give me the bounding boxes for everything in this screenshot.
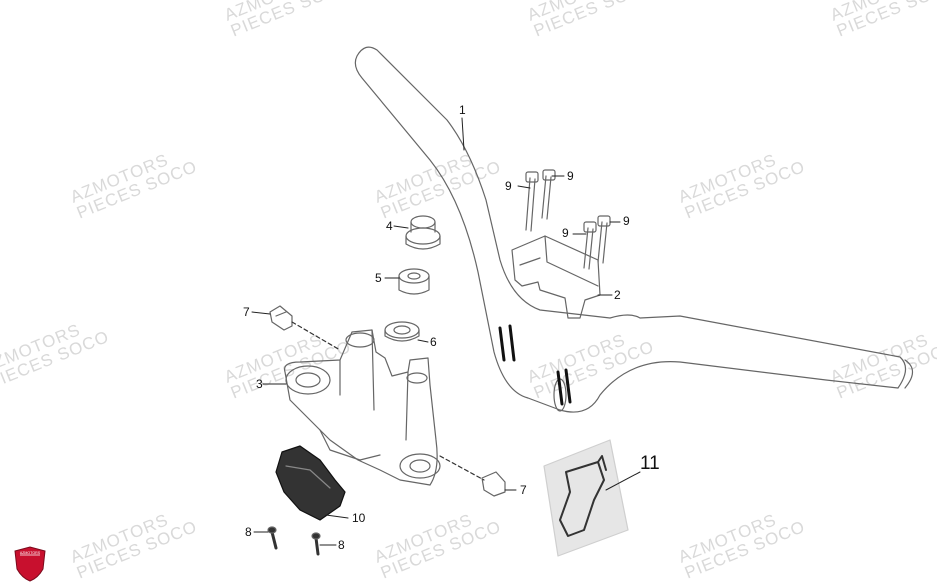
callout-8-left: 8 [245, 525, 252, 539]
cover-screws-part [267, 526, 321, 556]
callout-8-right: 8 [338, 538, 345, 552]
callout-9-a: 9 [505, 179, 512, 193]
brand-logo: AZMOTORS [14, 546, 46, 582]
clamp-bolts-part [525, 169, 611, 270]
callout-4: 4 [386, 219, 393, 233]
stem-nut-part [398, 268, 430, 295]
callout-2: 2 [614, 288, 621, 302]
handlebar-part [354, 46, 914, 413]
callout-6: 6 [430, 335, 437, 349]
svg-text:AZMOTORS: AZMOTORS [20, 551, 41, 555]
callout-11: 11 [640, 453, 660, 474]
callout-9-b: 9 [567, 169, 574, 183]
clamp-cover-part [275, 445, 346, 521]
washer-part [384, 321, 420, 342]
callout-9-d: 9 [623, 214, 630, 228]
stem-cap-part [405, 215, 441, 250]
callout-5: 5 [375, 271, 382, 285]
callout-7-lower: 7 [520, 483, 527, 497]
callout-1: 1 [459, 103, 466, 117]
callout-10: 10 [352, 511, 366, 525]
locating-pin-upper [269, 305, 293, 331]
handlebar-clamp-part [511, 235, 601, 319]
bracket-photo-inset [543, 439, 629, 557]
locating-pin-lower [481, 471, 506, 497]
triple-clamp-part [283, 329, 441, 486]
callout-7-upper: 7 [243, 305, 250, 319]
callout-3: 3 [256, 377, 263, 391]
callout-9-c: 9 [562, 226, 569, 240]
